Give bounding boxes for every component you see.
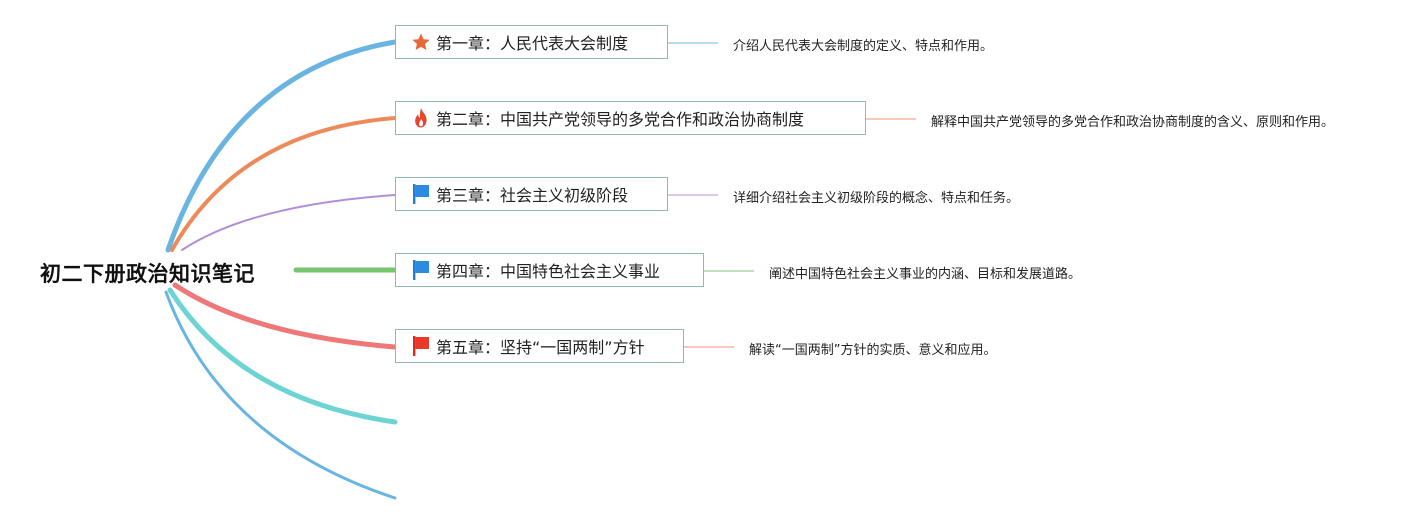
- note-chapter-3[interactable]: 详细介绍社会主义初级阶段的概念、特点和任务。: [733, 191, 1020, 206]
- branch-line-2: [170, 116, 397, 252]
- flag-blue-icon: [410, 183, 432, 205]
- topic-chapter-3[interactable]: 第三章：社会主义初级阶段: [395, 177, 668, 211]
- note-chapter-5[interactable]: 解读“一国两制”方针的实质、意义和应用。: [749, 343, 997, 358]
- branch-line-1: [165, 39, 398, 253]
- topic-label: 第五章：坚持“一国两制”方针: [436, 338, 645, 357]
- topic-label: 第三章：社会主义初级阶段: [436, 186, 629, 205]
- note-chapter-1[interactable]: 介绍人民代表大会制度的定义、特点和作用。: [733, 39, 994, 54]
- root-topic[interactable]: 初二下册政治知识笔记: [40, 262, 255, 286]
- topic-chapter-2[interactable]: 第二章：中国共产党领导的多党合作和政治协商制度: [395, 101, 866, 135]
- note-chapter-4[interactable]: 阐述中国特色社会主义事业的内涵、目标和发展道路。: [769, 267, 1082, 282]
- topic-chapter-5[interactable]: 第五章：坚持“一国两制”方针: [395, 329, 684, 363]
- branch-line-6: [167, 287, 398, 425]
- flag-blue-icon: [410, 259, 432, 281]
- flag-red-icon: [410, 335, 432, 357]
- topic-chapter-4[interactable]: 第四章：中国特色社会主义事业: [395, 253, 704, 287]
- topic-label: 第一章：人民代表大会制度: [436, 34, 629, 53]
- topic-label: 第四章：中国特色社会主义事业: [436, 262, 661, 281]
- note-chapter-2[interactable]: 解释中国共产党领导的多党合作和政治协商制度的含义、原则和作用。: [931, 115, 1335, 130]
- topic-label: 第二章：中国共产党领导的多党合作和政治协商制度: [436, 110, 805, 129]
- branch-line-7: [164, 290, 397, 500]
- branch-line-5: [172, 282, 398, 350]
- topic-chapter-1[interactable]: 第一章：人民代表大会制度: [395, 25, 668, 59]
- fire-icon: [410, 107, 432, 129]
- branch-line-3: [181, 194, 396, 251]
- star-icon: [410, 31, 432, 53]
